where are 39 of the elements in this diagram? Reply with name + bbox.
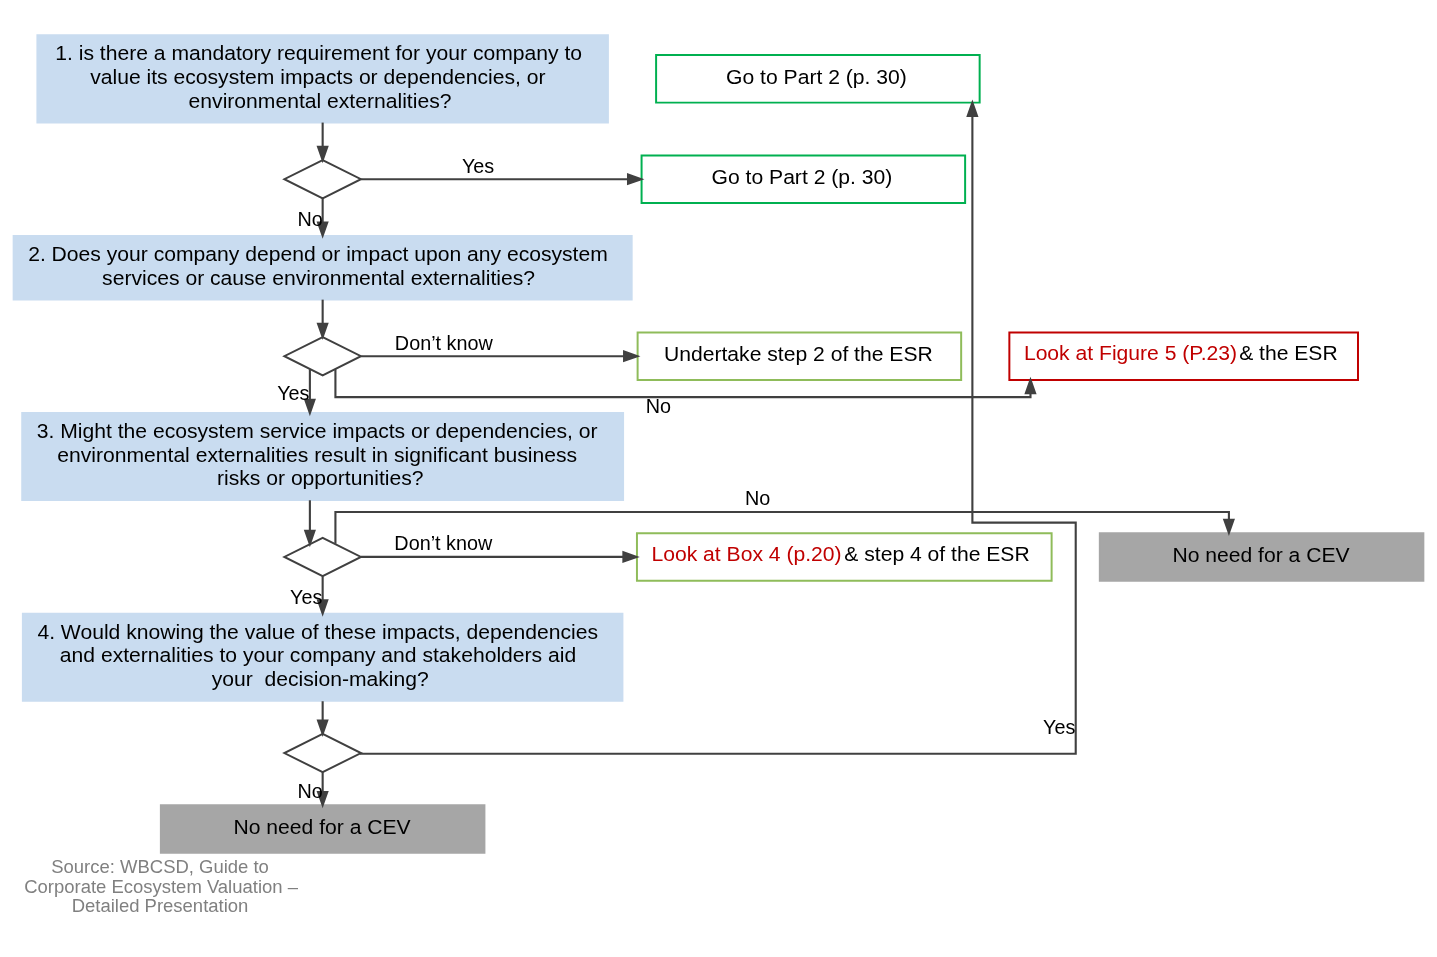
edge-label: No	[297, 779, 323, 802]
edge-label: Don’t know	[394, 331, 493, 354]
edge-label: No	[645, 394, 672, 417]
edge-label: No	[744, 486, 771, 509]
arrow	[360, 99, 1077, 755]
node-box: No need for a CEV	[159, 803, 486, 854]
node-diamond	[282, 732, 364, 773]
arrow	[316, 575, 329, 617]
arrow	[361, 349, 641, 362]
node-box: Go to Part 2 (p. 30)	[640, 153, 967, 204]
arrow	[303, 368, 316, 416]
arrow	[316, 299, 329, 340]
arrow	[361, 172, 645, 185]
node-box: No need for a CEV	[1098, 531, 1425, 582]
arrow	[334, 368, 1037, 398]
node-box: 2. Does your company depend or impact upon any ecosystem services or cause environmental externalities?	[12, 234, 633, 300]
caption: Source: WBCSD, Guide to Corporate Ecosystem Valuation – Detailed Presentation	[24, 855, 298, 916]
node-box: Look at Box 4 (p.20)& step 4 of the ESR	[635, 531, 1053, 582]
node-box: Go to Part 2 (p. 30)	[655, 53, 981, 104]
arrow	[316, 197, 329, 239]
node-box: 1. is there a mandatory requirement for your company to value its ecosystem impacts or dependencies, or environmental externalities?	[36, 33, 609, 123]
edge-label: Yes	[1043, 715, 1076, 738]
node-box: Undertake step 2 of the ESR	[636, 330, 963, 381]
arrow	[334, 510, 1235, 544]
edge-label: Yes	[277, 381, 310, 404]
edge-label: Don’t know	[394, 531, 493, 554]
node-diamond	[282, 158, 364, 199]
node-diamond	[282, 536, 364, 577]
node-box: 4. Would knowing the value of these impacts, dependencies and externalities to your company and stakeholders aid your decision-making?	[21, 612, 624, 702]
node-diamond	[282, 335, 364, 376]
node-box: 3. Might the ecosystem service impacts or dependencies, or environmental externalities result in significant business risks or opportunities?	[21, 411, 625, 501]
edge-label: Yes	[461, 154, 495, 177]
node-box: Look at Figure 5 (P.23)& the ESR	[1008, 330, 1359, 381]
edge-label: No	[297, 207, 323, 230]
arrow	[361, 550, 640, 563]
arrow	[303, 499, 316, 547]
edge-label: Yes	[290, 585, 323, 608]
arrow	[316, 122, 329, 163]
arrow	[316, 700, 329, 737]
